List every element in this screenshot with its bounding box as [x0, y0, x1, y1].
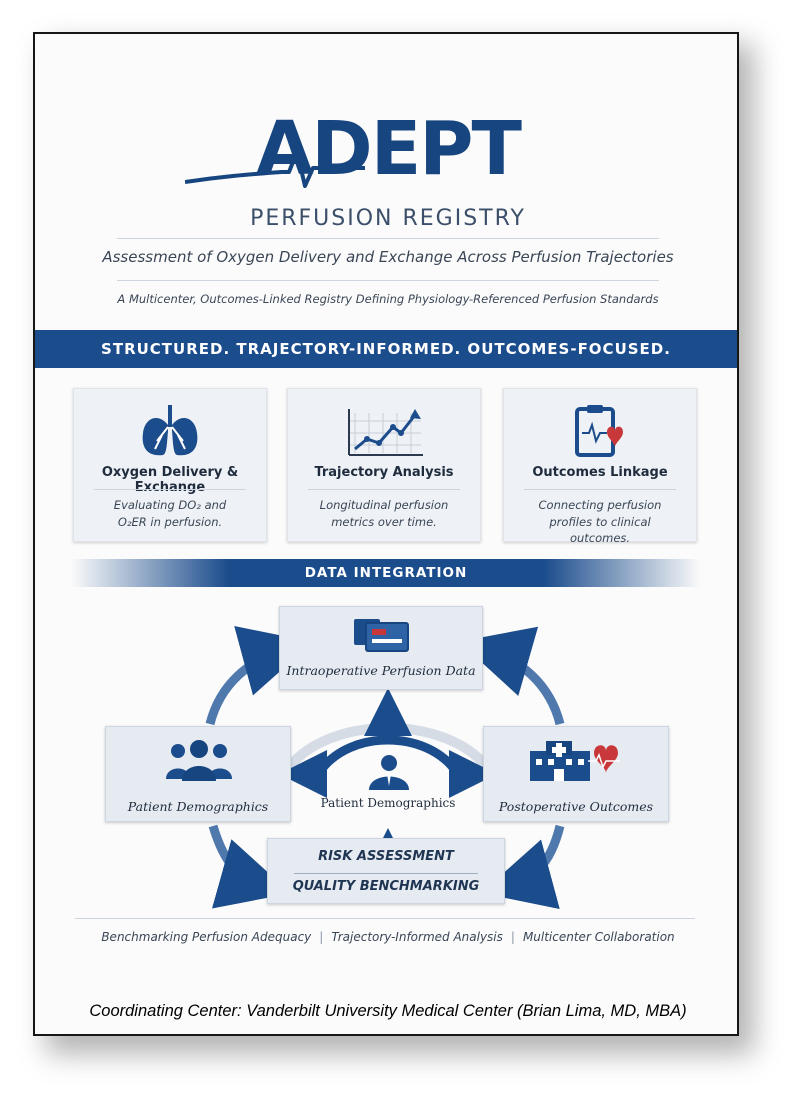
- divider: [117, 280, 659, 281]
- ekg-swoosh-icon: [185, 150, 365, 188]
- clipboard-heart-icon: [575, 405, 623, 457]
- risk-assessment-label: RISK ASSESSMENT: [318, 849, 454, 864]
- clinician-icon: [369, 755, 409, 790]
- intraoperative-node: Intraoperative Perfusion Data: [279, 606, 483, 690]
- card-description: Evaluating DO₂ and O₂ER in perfusion.: [113, 498, 227, 529]
- postoperative-node: Postoperative Outcomes: [483, 726, 669, 822]
- subtagline: A Multicenter, Outcomes-Linked Registry …: [117, 292, 659, 306]
- divider: [75, 918, 695, 919]
- registry-poster: ADEPT PERFUSION REGISTRY Assessment of O…: [33, 32, 739, 1036]
- card-title: Oxygen Delivery & Exchange: [101, 465, 239, 495]
- integration-flow-arrows: [205, 626, 565, 910]
- card-title: Outcomes Linkage: [532, 465, 668, 480]
- adept-logo: ADEPT: [256, 106, 522, 192]
- feature-card-outcomes: Outcomes Linkage Connecting perfusion pr…: [503, 388, 697, 545]
- footer-focus-areas: Benchmarking Perfusion Adequacy|Trajecto…: [101, 930, 675, 944]
- hospital-heart-icon: [530, 741, 620, 781]
- card-title: Trajectory Analysis: [314, 465, 454, 480]
- center-label: Patient Demographics: [320, 796, 456, 810]
- card-description: Longitudinal perfusion metrics over time…: [319, 498, 449, 529]
- registry-name: PERFUSION REGISTRY: [250, 206, 526, 231]
- lungs-icon: [142, 405, 198, 456]
- data-integration-title: DATA INTEGRATION: [71, 559, 701, 587]
- people-group-icon: [166, 740, 232, 781]
- coordinating-center: Coordinating Center: Vanderbilt Universi…: [89, 1002, 687, 1020]
- divider: [117, 238, 659, 239]
- monitor-icon: [354, 619, 409, 652]
- demographics-node: Patient Demographics: [105, 726, 291, 822]
- feature-card-oxygen: Oxygen Delivery & Exchange Evaluating DO…: [73, 388, 267, 542]
- line-chart-icon: [348, 409, 423, 456]
- mission-banner: STRUCTURED. TRAJECTORY-INFORMED. OUTCOME…: [35, 330, 737, 368]
- tagline: Assessment of Oxygen Delivery and Exchan…: [102, 248, 674, 266]
- card-description: Connecting perfusion profiles to clinica…: [538, 498, 662, 546]
- risk-quality-node: RISK ASSESSMENT QUALITY BENCHMARKING: [267, 838, 505, 904]
- feature-card-trajectory: Trajectory Analysis Longitudinal perfusi…: [287, 388, 481, 542]
- quality-benchmarking-label: QUALITY BENCHMARKING: [292, 879, 480, 894]
